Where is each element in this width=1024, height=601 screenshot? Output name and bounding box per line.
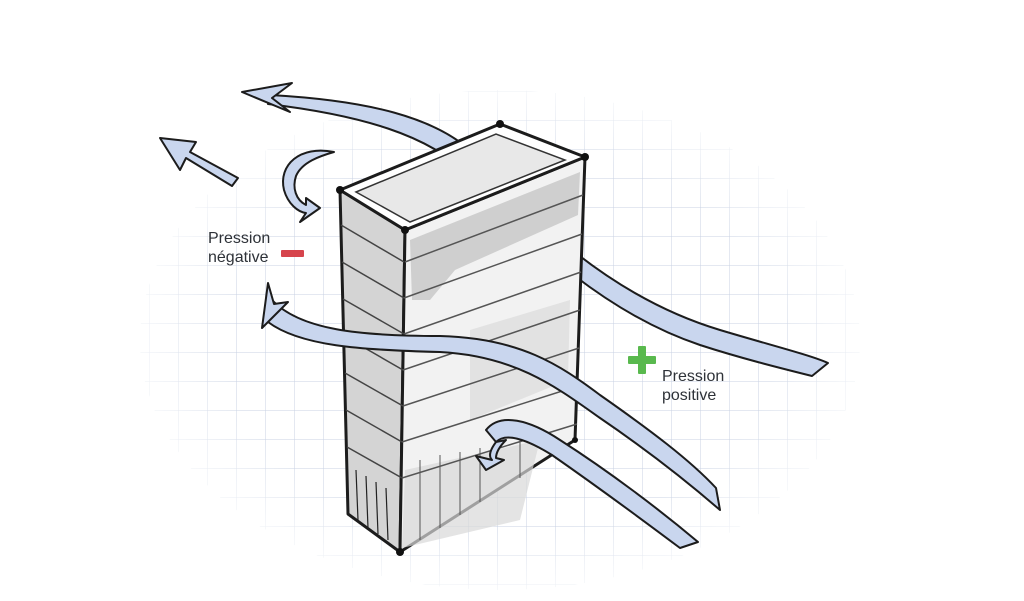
plus-sign-icon <box>628 346 656 374</box>
vortex-arrow-upper <box>282 149 335 223</box>
positive-pressure-line2: positive <box>662 387 717 404</box>
wind-arrow-middle <box>261 282 721 511</box>
minus-sign-icon <box>281 250 304 257</box>
wind-arrow-small <box>159 137 239 187</box>
positive-pressure-label: Pression positive <box>662 367 724 405</box>
negative-pressure-label: Pression négative <box>208 229 270 267</box>
negative-pressure-line1: Pression <box>208 230 271 247</box>
negative-pressure-line2: négative <box>208 249 269 266</box>
positive-pressure-line1: Pression <box>662 368 725 385</box>
wind-arrow-bottom <box>475 418 699 549</box>
